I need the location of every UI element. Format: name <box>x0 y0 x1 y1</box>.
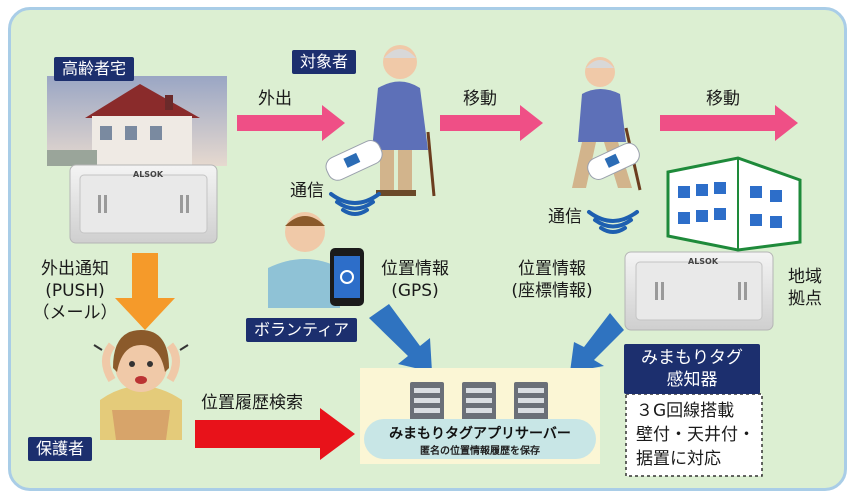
server-illustration <box>360 368 600 464</box>
volunteer-illustration <box>268 212 364 308</box>
text-outing: 外出 <box>258 89 292 109</box>
elderly-person-illustration-2 <box>572 57 642 191</box>
text-location-gps: 位置情報 (GPS) <box>381 259 449 301</box>
signal-waves-1 <box>329 192 381 216</box>
text-move-1: 移動 <box>463 89 497 109</box>
home-sensor-device <box>69 164 218 244</box>
arrow-move-1 <box>440 105 543 141</box>
text-comm-1: 通信 <box>290 181 324 201</box>
text-move-2: 移動 <box>706 89 740 109</box>
house-photo <box>47 76 227 166</box>
label-target: 対象者 <box>292 50 357 74</box>
elderly-person-illustration-1 <box>325 45 436 197</box>
sensor-device-2 <box>624 251 774 331</box>
text-local-base: 地域 拠点 <box>788 267 822 309</box>
text-history-search: 位置履歴検索 <box>201 393 303 413</box>
arrow-location-coord <box>570 313 624 372</box>
arrow-history-search <box>195 408 355 460</box>
sensor-features-text: ３G回線搭載 壁付・天井付・ 据置に対応 <box>636 401 755 469</box>
arrow-move-2 <box>660 105 798 141</box>
local-base-building <box>666 156 802 252</box>
sensor-features-box <box>625 393 763 477</box>
arrow-outing <box>237 105 345 141</box>
guardian-illustration <box>93 330 189 440</box>
server-title: みまもりタグアプリサーバー <box>389 426 571 442</box>
device-brand-2: ALSOK <box>688 257 719 266</box>
text-outing-notice: 外出通知 (PUSH) （メール） <box>32 259 118 323</box>
server-subtitle: 匿名の位置情報履歴を保存 <box>420 446 540 457</box>
signal-waves-2 <box>587 210 639 234</box>
label-home: 高齢者宅 <box>54 57 135 81</box>
device-brand-1: ALSOK <box>133 170 164 179</box>
arrow-location-gps <box>369 304 432 372</box>
label-volunteer: ボランティア <box>246 318 358 342</box>
label-sensor: みまもりタグ 感知器 <box>624 344 760 394</box>
arrow-outing-notice <box>115 253 175 330</box>
label-guardian: 保護者 <box>28 437 93 461</box>
text-location-coord: 位置情報 (座標情報) <box>511 259 593 301</box>
text-comm-2: 通信 <box>548 207 582 227</box>
